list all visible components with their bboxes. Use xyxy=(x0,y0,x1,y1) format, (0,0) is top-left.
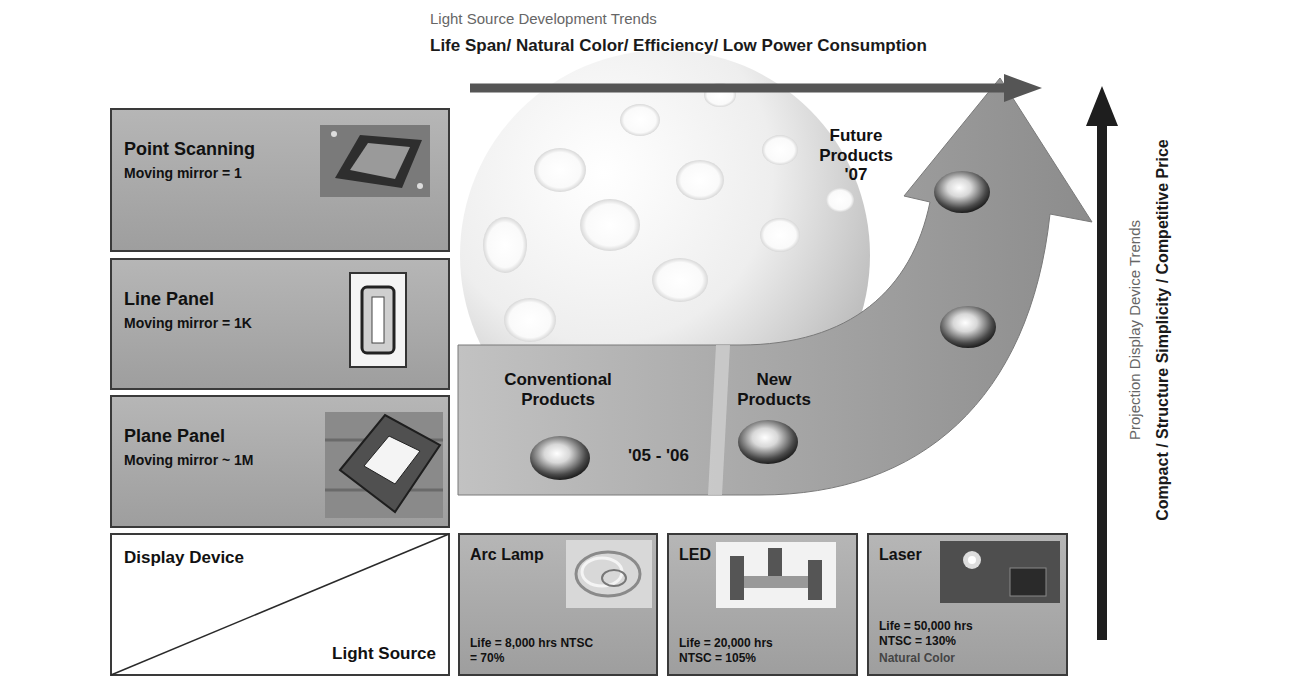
axis-title: Projection Display Device Trends xyxy=(1126,220,1143,440)
product-label: Future Products '07 xyxy=(810,126,902,185)
product-ball xyxy=(940,306,996,348)
box-heading: LED xyxy=(679,545,711,565)
axis-subtitle: Compact / Structure Simplicity / Competi… xyxy=(1154,139,1172,520)
box-fill xyxy=(868,534,1067,675)
laser-picture xyxy=(940,541,1060,603)
box-fill xyxy=(668,534,857,675)
light-source-box: LED Life = 20,000 hrs NTSC = 105% xyxy=(667,533,858,676)
box-fill xyxy=(111,109,449,251)
product-label: New Products xyxy=(722,370,826,409)
box-fill xyxy=(111,259,449,389)
box-fill xyxy=(459,534,657,675)
display-device-box: Line PanelMoving mirror = 1K xyxy=(110,258,450,390)
product-label: Conventional Products xyxy=(493,370,623,409)
axis-title: Light Source Development Trends xyxy=(430,10,657,27)
light-source-arrow xyxy=(470,74,1042,102)
arc-lamp-picture xyxy=(566,540,652,608)
box-fill xyxy=(111,534,449,675)
axis-corner-box: Display DeviceLight Source xyxy=(110,533,450,676)
led-picture xyxy=(716,542,836,608)
light-source-box: LaserLife = 50,000 hrs NTSC = 130% Natura… xyxy=(867,533,1068,676)
product-ball xyxy=(934,171,990,213)
plane-panel-picture xyxy=(325,412,443,518)
display-device-arrow xyxy=(1086,86,1118,640)
box-detail: Life = 50,000 hrs NTSC = 130% xyxy=(879,619,1003,649)
corner-diagonal xyxy=(111,534,449,675)
box-detail: Natural Color xyxy=(879,651,955,666)
box-detail: Moving mirror = 1K xyxy=(124,315,252,333)
box-detail: Life = 8,000 hrs NTSC = 70% xyxy=(470,636,594,666)
box-heading: Line Panel xyxy=(124,288,214,311)
box-heading: Arc Lamp xyxy=(470,545,544,565)
display-device-box: Plane PanelMoving mirror ~ 1M xyxy=(110,395,450,528)
box-detail: Life = 20,000 hrs NTSC = 105% xyxy=(679,636,803,666)
box-heading: Display Device xyxy=(124,547,244,568)
box-heading: Laser xyxy=(879,545,922,565)
box-fill xyxy=(111,396,449,527)
period-label: '05 - '06 xyxy=(628,446,689,466)
point-scanning-picture xyxy=(320,125,430,197)
box-detail: Moving mirror = 1 xyxy=(124,165,242,183)
line-panel-picture xyxy=(350,273,406,367)
box-heading: Plane Panel xyxy=(124,425,225,448)
box-detail: Moving mirror ~ 1M xyxy=(124,452,254,470)
product-ball xyxy=(530,436,590,480)
axis-subtitle: Life Span/ Natural Color/ Efficiency/ Lo… xyxy=(430,36,927,56)
product-ball xyxy=(738,420,798,464)
era-divider xyxy=(708,345,730,495)
light-source-box: Arc LampLife = 8,000 hrs NTSC = 70% xyxy=(458,533,658,676)
box-detail: Light Source xyxy=(332,643,436,664)
display-device-box: Point ScanningMoving mirror = 1 xyxy=(110,108,450,252)
box-heading: Point Scanning xyxy=(124,138,255,161)
trend-arrow xyxy=(458,78,1092,495)
